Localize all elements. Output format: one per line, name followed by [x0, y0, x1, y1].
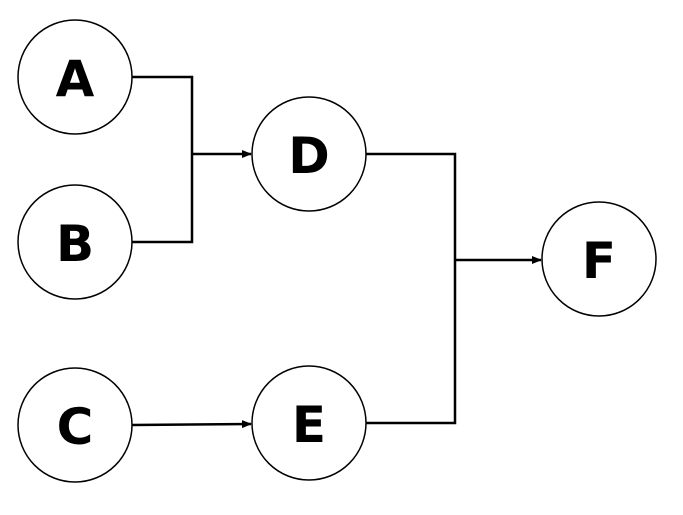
node-d-circle — [251, 96, 367, 212]
node-a: A — [17, 19, 133, 135]
node-d: D — [251, 96, 367, 212]
node-c: C — [17, 367, 133, 483]
node-f-circle — [541, 201, 657, 317]
edge-d-to-junction — [366, 152, 457, 260]
node-f: F — [541, 201, 657, 317]
edge-b-to-junction — [132, 154, 194, 244]
node-b: B — [17, 184, 133, 300]
node-a-circle — [17, 19, 133, 135]
edge-c-to-e — [131, 420, 252, 429]
edge-e-to-junction — [366, 260, 457, 425]
node-d-label: D — [288, 127, 330, 185]
node-e-circle — [251, 365, 367, 481]
node-b-label: B — [56, 215, 94, 273]
node-a-label: A — [56, 50, 95, 108]
edge-a-to-junction — [132, 75, 194, 154]
node-b-circle — [17, 184, 133, 300]
node-c-circle — [17, 367, 133, 483]
node-e-label: E — [292, 396, 326, 454]
node-f-label: F — [582, 232, 616, 290]
node-e: E — [251, 365, 367, 481]
node-c-label: C — [57, 398, 94, 456]
